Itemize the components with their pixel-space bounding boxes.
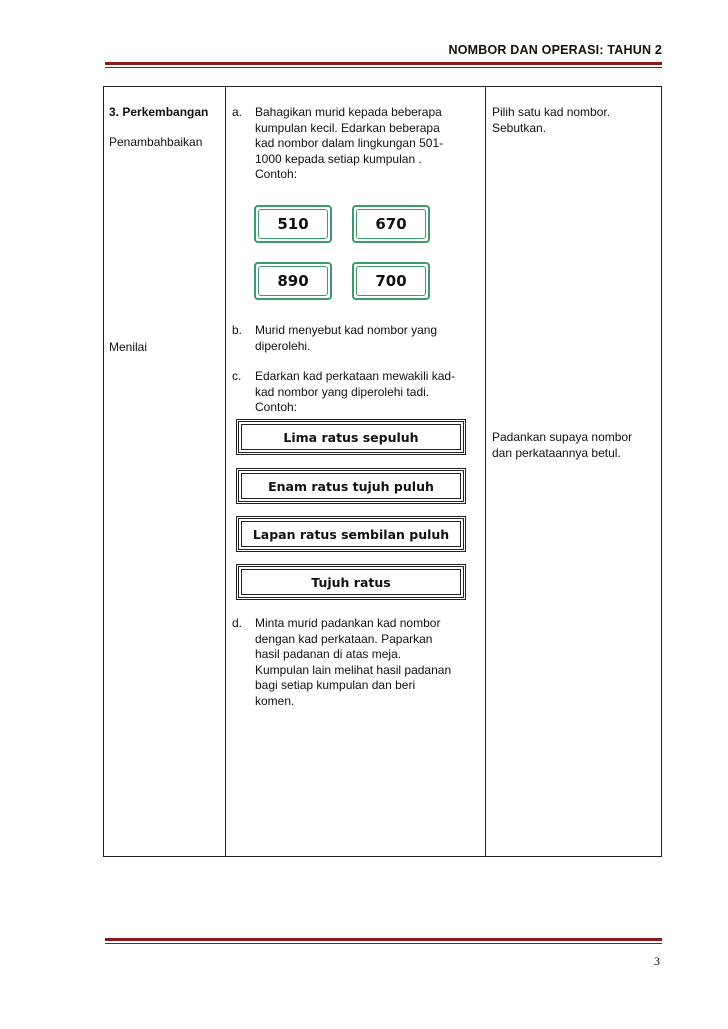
text-line: kad nombor yang diperolehi tadi. xyxy=(255,384,430,399)
item-marker: d. xyxy=(232,616,243,630)
text-line: Sebutkan. xyxy=(492,120,547,135)
activity-c-text: Edarkan kad perkataan mewakili kad- kad … xyxy=(255,369,483,416)
column-divider xyxy=(485,87,486,856)
activity-a-text: Bahagikan murid kepada beberapa kumpulan… xyxy=(255,105,483,183)
word-card-text: Tujuh ratus xyxy=(311,574,391,590)
text-line: kad nombor dalam lingkungan 501- xyxy=(255,136,444,150)
teacher-note: Padankan supaya nombor dan perkataannya … xyxy=(492,430,657,461)
stage-label: 3. Perkembangan xyxy=(109,105,209,119)
number-card-value: 510 xyxy=(277,215,309,233)
text-line: dengan kad perkataan. Paparkan xyxy=(255,631,433,646)
number-card: 510 xyxy=(254,205,332,243)
footer-rule-thin xyxy=(105,943,662,944)
teacher-note: Pilih satu kad nombor. Sebutkan. xyxy=(492,105,657,136)
word-card-text: Enam ratus tujuh puluh xyxy=(268,478,434,494)
number-card: 890 xyxy=(254,262,332,300)
activity-d-text: Minta murid padankan kad nombor dengan k… xyxy=(255,616,483,709)
footer-rule xyxy=(105,938,662,941)
word-card-text: Lima ratus sepuluh xyxy=(283,429,419,445)
word-card: Enam ratus tujuh puluh xyxy=(236,468,466,504)
text-line: diperolehi. xyxy=(255,338,311,353)
text-line: bagi setiap kumpulan dan beri xyxy=(255,678,416,692)
page-number: 3 xyxy=(654,954,660,968)
text-line: 1000 kepada setiap kumpulan . xyxy=(255,151,422,166)
text-line: dan perkataannya betul. xyxy=(492,445,621,460)
text-line: Murid menyebut kad nombor yang xyxy=(255,323,438,337)
text-line: Kumpulan lain melihat hasil padanan xyxy=(255,662,452,677)
number-card: 700 xyxy=(352,262,430,300)
number-card: 670 xyxy=(352,205,430,243)
text-line: Contoh: xyxy=(255,167,298,181)
item-marker: c. xyxy=(232,369,242,383)
activity-b-text: Murid menyebut kad nombor yang diperoleh… xyxy=(255,323,483,354)
text-line: Contoh: xyxy=(255,400,298,414)
word-card: Lima ratus sepuluh xyxy=(236,419,466,455)
number-card-value: 890 xyxy=(277,272,309,290)
header-rule-thin xyxy=(105,67,662,68)
item-marker: b. xyxy=(232,323,243,337)
sub-step-label: Menilai xyxy=(109,340,148,354)
item-marker: a. xyxy=(232,105,243,119)
number-card-value: 670 xyxy=(375,215,407,233)
word-card: Tujuh ratus xyxy=(236,564,466,600)
lesson-table: 3. Perkembangan Penambahbaikan Menilai a… xyxy=(103,86,662,857)
header-rule xyxy=(105,62,662,65)
text-line: hasil padanan di atas meja. xyxy=(255,647,402,661)
text-line: Pilih satu kad nombor. xyxy=(492,105,611,119)
text-line: Minta murid padankan kad nombor xyxy=(255,616,441,630)
number-card-value: 700 xyxy=(375,272,407,290)
word-card: Lapan ratus sembilan puluh xyxy=(236,516,466,552)
text-line: Padankan supaya nombor xyxy=(492,430,633,444)
text-line: komen. xyxy=(255,693,295,708)
text-line: Edarkan kad perkataan mewakili kad- xyxy=(255,369,456,383)
sub-step-label: Penambahbaikan xyxy=(109,135,203,149)
word-card-text: Lapan ratus sembilan puluh xyxy=(252,526,450,542)
page-header-title: NOMBOR DAN OPERASI: TAHUN 2 xyxy=(448,43,662,57)
column-divider xyxy=(225,87,226,856)
text-line: Bahagikan murid kepada beberapa xyxy=(255,105,442,119)
text-line: kumpulan kecil. Edarkan beberapa xyxy=(255,120,440,135)
